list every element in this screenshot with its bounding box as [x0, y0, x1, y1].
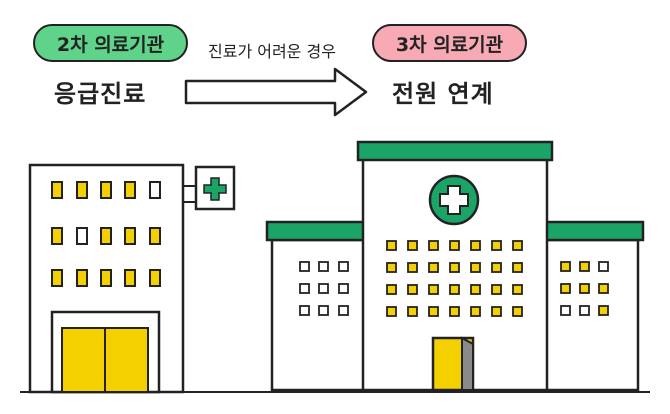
arrow-caption: 진료가 어려운 경우 [208, 42, 336, 61]
secondary-hospital-badge: 2차 의료기관 [33, 24, 188, 62]
transfer-arrow-icon [184, 67, 368, 117]
medical-cross-icon [428, 174, 480, 226]
tertiary-hospital-badge: 3차 의료기관 [372, 24, 527, 62]
tertiary-hospital-building [265, 140, 645, 392]
secondary-hospital-building [28, 163, 236, 394]
medical-cross-icon [203, 177, 227, 201]
emergency-care-label: 응급진료 [54, 80, 147, 108]
tertiary-hospital-badge-label: 3차 의료기관 [395, 33, 504, 56]
secondary-hospital-badge-label: 2차 의료기관 [56, 33, 165, 56]
transfer-link-label: 전원 연계 [392, 80, 494, 108]
